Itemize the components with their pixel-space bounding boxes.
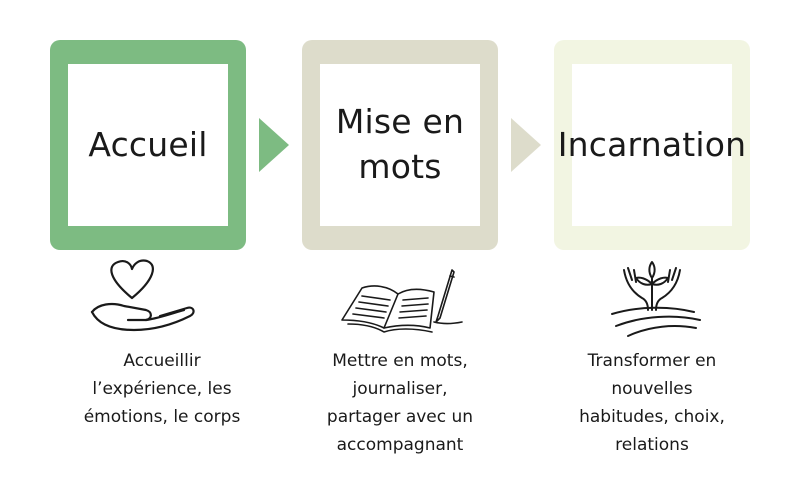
description-line: Accueillir <box>123 351 201 371</box>
description-line: nouvelles <box>611 379 693 399</box>
step-title: Incarnation <box>557 124 747 164</box>
step-card-incarnation: Incarnation <box>554 40 750 250</box>
step-card-inner: Accueil <box>68 64 228 226</box>
step-title-line: Mise en <box>335 102 465 142</box>
step-description: Transformer en nouvelles habitudes, choi… <box>542 347 762 459</box>
step-title: Mise en mots <box>336 100 464 189</box>
description-line: Transformer en <box>587 351 717 371</box>
arrow-right-icon <box>259 118 289 172</box>
description-line: l’expérience, les <box>92 379 232 399</box>
description-line: émotions, le corps <box>83 407 241 427</box>
description-line: journaliser, <box>352 379 448 399</box>
description-line: partager avec un <box>326 407 474 427</box>
step-card-mise-en-mots: Mise en mots <box>302 40 498 250</box>
description-line: relations <box>615 435 689 455</box>
step-card-accueil: Accueil <box>50 40 246 250</box>
step-description: Mettre en mots, journaliser, partager av… <box>290 347 510 459</box>
notebook-pen-icon <box>341 269 463 333</box>
description-line: Mettre en mots, <box>332 351 468 371</box>
step-card-inner: Mise en mots <box>320 64 480 226</box>
step-card-inner: Incarnation <box>558 64 746 226</box>
step-title-line: mots <box>358 147 442 186</box>
arrow-right-icon <box>511 118 541 172</box>
description-line: accompagnant <box>336 435 464 455</box>
step-title: Accueil <box>88 124 208 164</box>
description-line: habitudes, choix, <box>579 407 725 427</box>
step-description: Accueillir l’expérience, les émotions, l… <box>52 347 272 431</box>
heart-in-hand-icon <box>90 259 195 332</box>
hands-sprout-icon <box>611 261 701 337</box>
